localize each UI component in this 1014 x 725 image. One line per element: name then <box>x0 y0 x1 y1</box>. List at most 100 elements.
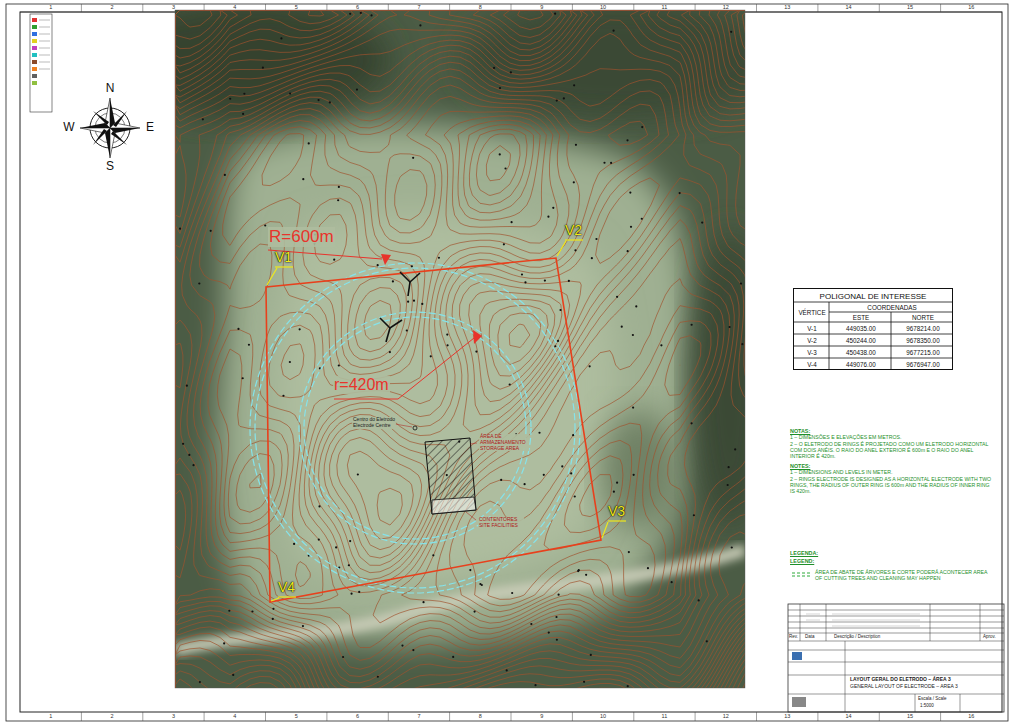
contour-line <box>175 10 745 688</box>
table-rule <box>793 334 953 335</box>
grid-reference: 15 <box>902 713 918 719</box>
legend-heading: LEGEND: <box>790 558 890 564</box>
survey-point <box>302 178 304 180</box>
survey-point <box>412 649 414 651</box>
survey-point <box>358 591 360 593</box>
grid-reference: 10 <box>595 4 611 10</box>
contour-line <box>175 10 745 688</box>
contour-line <box>175 10 745 688</box>
contour-line <box>734 665 745 688</box>
title-block-text: Rev. <box>789 634 798 639</box>
survey-point <box>308 142 310 144</box>
legend-text: ÁREA DE ABATE DE ÁRVORES E CORTE PODERÁ … <box>815 570 995 582</box>
survey-point <box>232 674 234 676</box>
survey-point <box>349 540 351 542</box>
compass-letter: N <box>102 82 118 96</box>
contour-line <box>175 10 745 688</box>
survey-point <box>188 454 190 456</box>
survey-point <box>210 230 212 232</box>
contour-line <box>175 10 745 688</box>
survey-point <box>575 144 577 146</box>
survey-point <box>280 37 282 39</box>
contour-line <box>175 10 745 688</box>
layer-key <box>30 14 52 112</box>
vertex-label: V1 <box>275 249 292 265</box>
survey-point <box>329 101 331 103</box>
survey-point <box>555 616 557 618</box>
grid-reference: 11 <box>656 713 672 719</box>
grid-reference: 15 <box>902 4 918 10</box>
storage-area <box>395 424 477 520</box>
grid-reference: 5 <box>288 713 304 719</box>
note-heading: NOTES: <box>790 463 995 469</box>
survey-point <box>179 228 181 230</box>
grid-reference: 13 <box>779 4 795 10</box>
survey-point <box>548 631 550 633</box>
grid-reference: 14 <box>841 713 857 719</box>
grid-reference: 12 <box>718 4 734 10</box>
survey-point <box>473 610 475 612</box>
survey-point <box>570 472 572 474</box>
survey-point <box>641 126 643 128</box>
vertex-label: V3 <box>608 503 625 519</box>
survey-point <box>633 474 635 476</box>
title-block-text: Escala / Scale <box>918 696 947 701</box>
survey-point <box>430 355 432 357</box>
survey-point <box>521 273 523 275</box>
survey-point <box>734 448 736 450</box>
survey-point <box>530 623 532 625</box>
contour-line <box>175 10 745 688</box>
table-rule <box>793 322 953 323</box>
survey-point <box>730 31 732 33</box>
ring-electrodes <box>250 263 580 593</box>
survey-point <box>511 592 513 594</box>
survey-point <box>660 344 662 346</box>
survey-point <box>242 113 244 115</box>
contour-line <box>175 10 745 688</box>
survey-point <box>318 538 320 540</box>
contour-line <box>175 10 745 688</box>
grid-reference: 2 <box>104 4 120 10</box>
survey-point <box>554 13 556 15</box>
survey-point <box>547 216 549 218</box>
survey-point <box>727 484 729 486</box>
survey-point <box>349 13 351 15</box>
survey-point <box>419 24 421 26</box>
survey-point <box>572 434 574 436</box>
survey-point <box>411 265 413 267</box>
table-cell: 9676947.00 <box>892 359 954 371</box>
survey-point <box>357 473 359 475</box>
survey-point <box>559 309 561 311</box>
survey-point <box>504 167 506 169</box>
survey-point <box>534 684 536 686</box>
survey-point <box>317 99 319 101</box>
survey-point <box>627 685 629 687</box>
survey-point <box>731 546 733 548</box>
survey-point <box>578 569 580 571</box>
survey-point <box>552 207 554 209</box>
survey-point <box>228 610 230 612</box>
radius-label: R=600m <box>268 227 335 247</box>
contour-line <box>175 10 745 688</box>
table-cell: V-3 <box>794 347 830 359</box>
survey-point <box>392 280 394 282</box>
survey-point <box>693 514 695 516</box>
survey-point <box>561 465 563 467</box>
table-rule <box>793 302 953 303</box>
grid-reference: 8 <box>472 4 488 10</box>
table-rule <box>829 302 830 370</box>
survey-point <box>590 654 592 656</box>
table-cell: V-2 <box>794 335 830 347</box>
survey-point <box>243 93 245 95</box>
survey-point <box>406 329 408 331</box>
contour-line <box>175 10 745 688</box>
contour-line <box>175 10 745 688</box>
grid-reference: 16 <box>963 713 979 719</box>
grid-reference: 3 <box>165 713 181 719</box>
contour-line <box>175 10 745 688</box>
survey-point <box>679 192 681 194</box>
title-block-text: Descrição / Description <box>834 634 880 639</box>
grid-reference: 7 <box>411 4 427 10</box>
survey-point <box>338 364 340 366</box>
grid-reference: 3 <box>165 4 181 10</box>
